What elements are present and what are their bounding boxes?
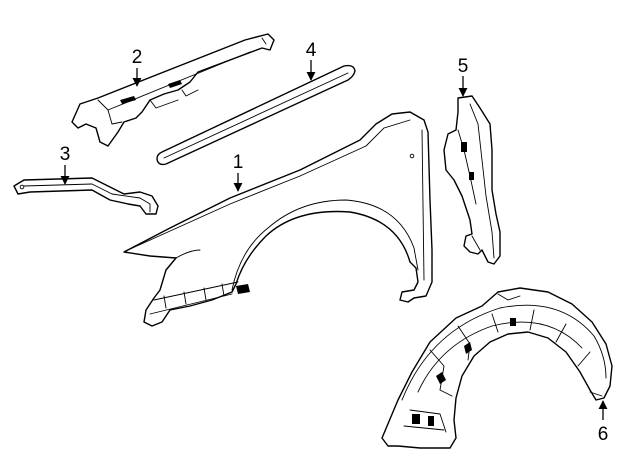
callout-5: 5 bbox=[458, 56, 469, 77]
part-6-fender-liner[interactable] bbox=[381, 287, 613, 449]
callout-1: 1 bbox=[233, 152, 244, 173]
callout-3: 3 bbox=[60, 144, 71, 165]
part-1-fender[interactable] bbox=[123, 111, 433, 327]
callout-4: 4 bbox=[306, 40, 317, 61]
part-2-upper-bracket[interactable] bbox=[71, 33, 275, 147]
callout-6: 6 bbox=[598, 424, 609, 445]
part-5-side-bracket[interactable] bbox=[443, 95, 501, 265]
callout-2: 2 bbox=[132, 47, 143, 68]
part-3-lower-bracket[interactable] bbox=[13, 177, 159, 215]
part-4-trim-strip[interactable] bbox=[156, 64, 356, 166]
